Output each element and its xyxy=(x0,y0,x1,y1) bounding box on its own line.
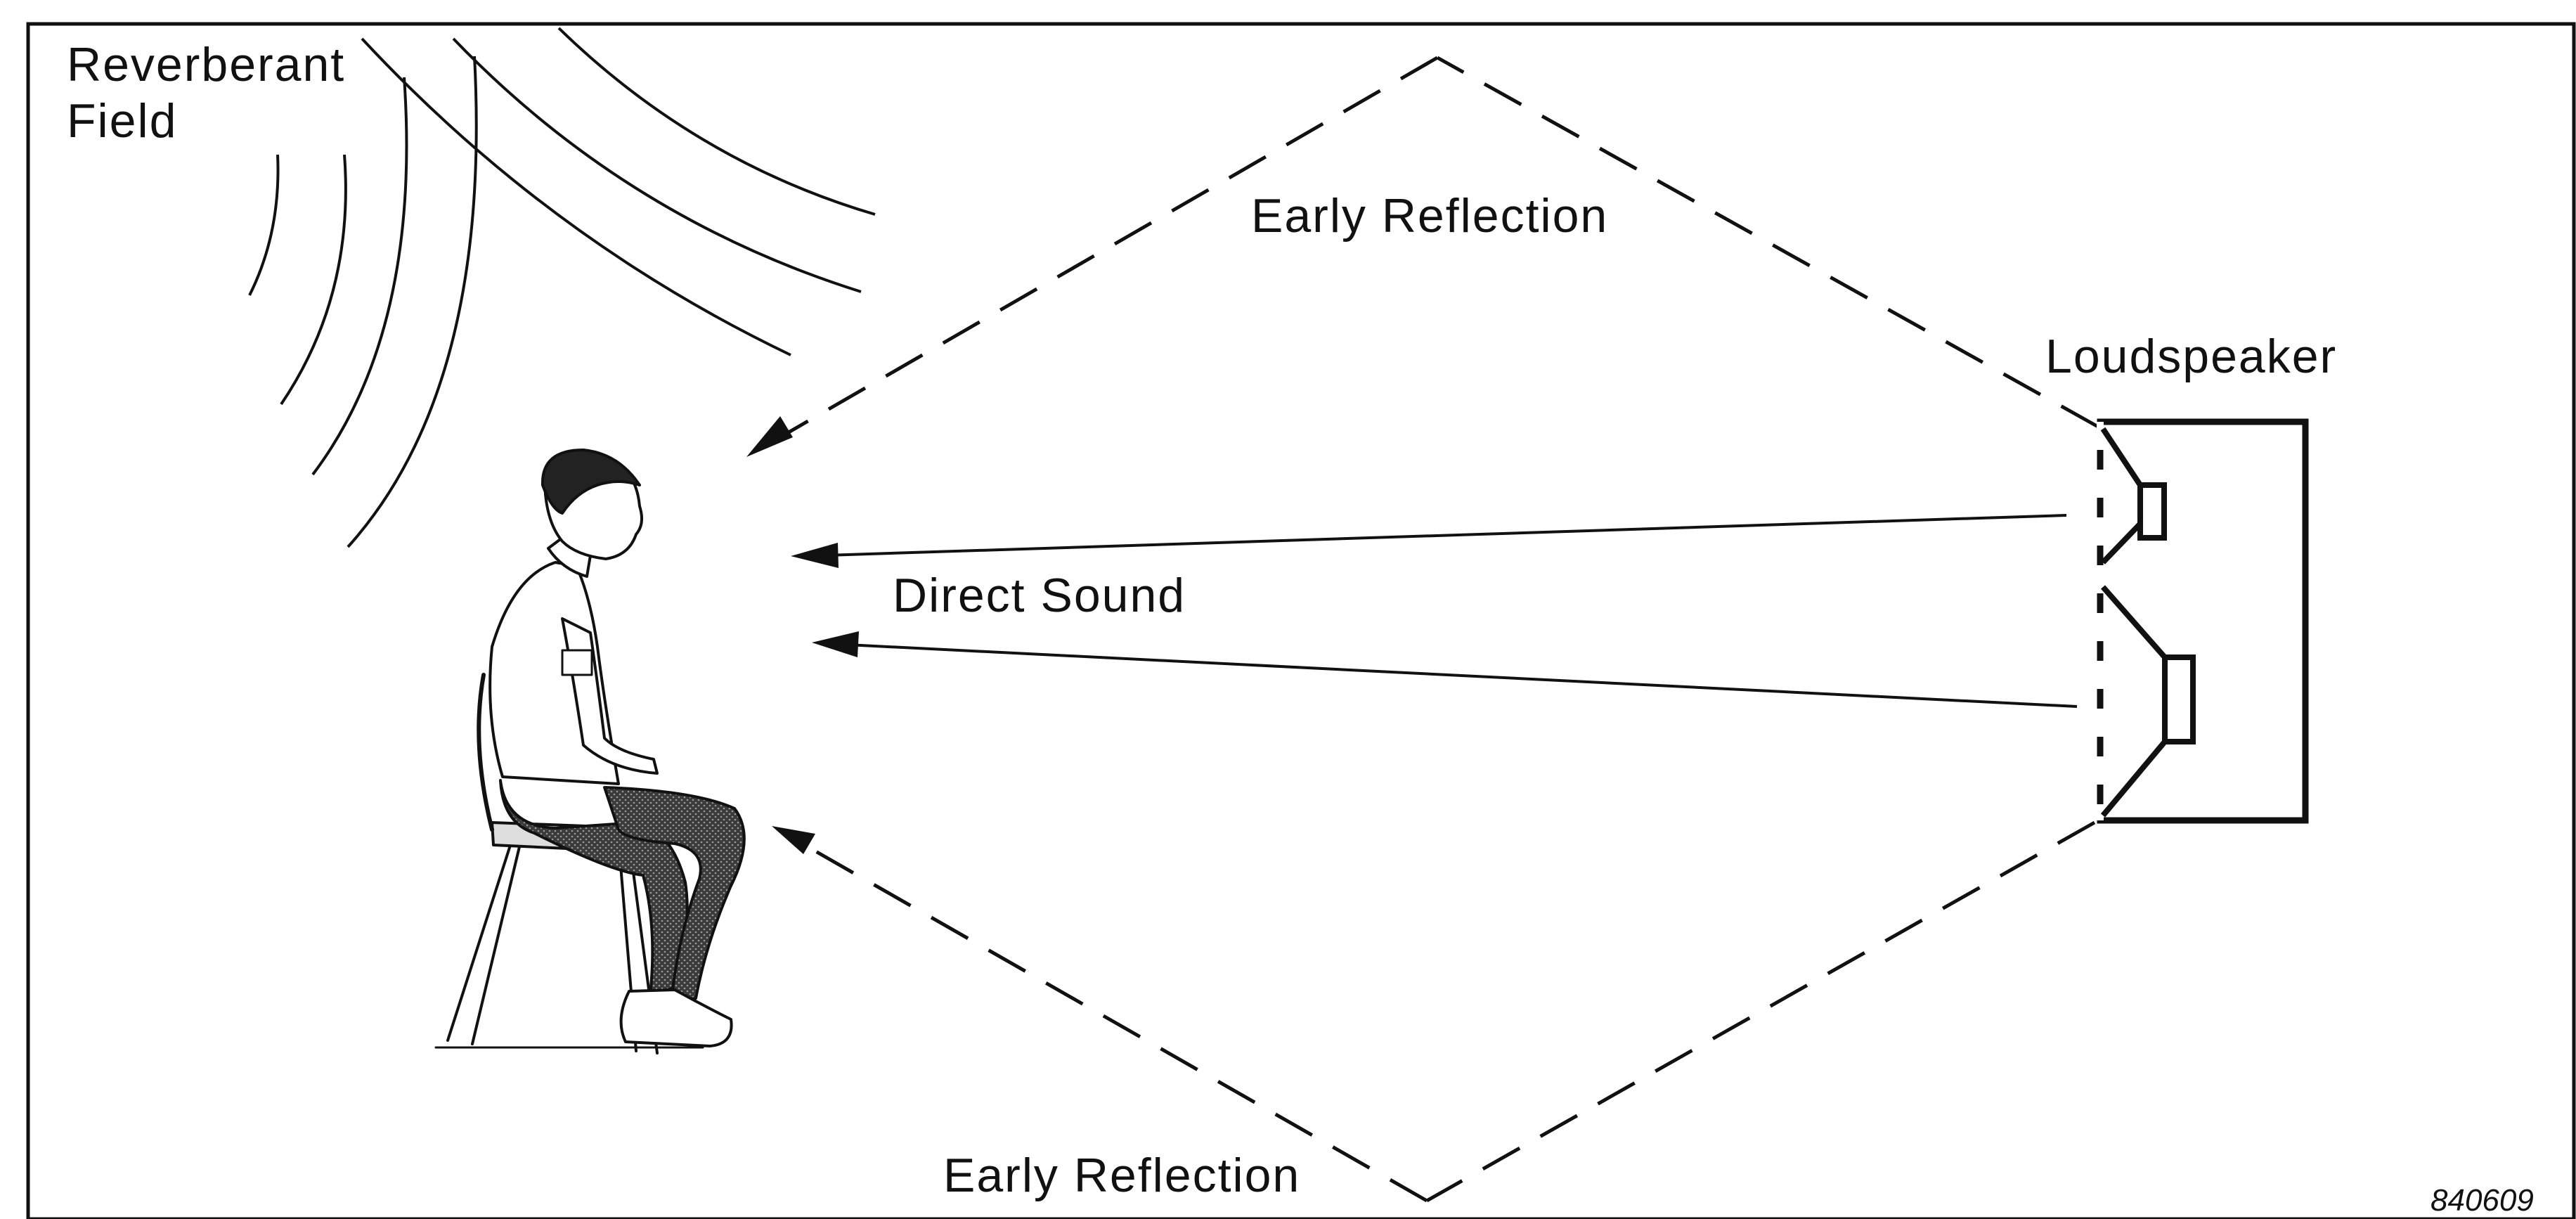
figure-border xyxy=(26,22,2576,1219)
reverberant-field-label-line1: Reverberant xyxy=(67,38,345,91)
woofer-icon xyxy=(2100,585,2168,818)
seated-listener-figure xyxy=(434,449,746,1054)
tweeter-icon xyxy=(2100,427,2143,565)
reverberant-field-label-line2: Field xyxy=(67,94,177,148)
direct-sound-arrow-upper xyxy=(825,514,2067,557)
direct-sound-label: Direct Sound xyxy=(893,569,1186,622)
early-reflection-top-arrowhead xyxy=(746,416,793,457)
early-reflection-bottom-arrowhead xyxy=(772,826,815,854)
direct-sound-arrow-lower xyxy=(846,643,2078,708)
early-reflection-top-label: Early Reflection xyxy=(1251,189,1608,243)
loudspeaker-drawing xyxy=(2097,418,2309,824)
direct-sound-arrowhead-lower xyxy=(812,631,859,657)
reverberant-field-waves xyxy=(248,27,876,548)
direct-sound-arrowhead-upper xyxy=(791,543,839,568)
loudspeaker-label: Loudspeaker xyxy=(2045,330,2337,383)
early-reflection-bottom-label: Early Reflection xyxy=(943,1149,1300,1202)
early-reflection-top-path xyxy=(759,56,2099,451)
early-reflection-bottom-path xyxy=(782,820,2096,1203)
figure-id-label: 840609 xyxy=(2431,1183,2534,1218)
